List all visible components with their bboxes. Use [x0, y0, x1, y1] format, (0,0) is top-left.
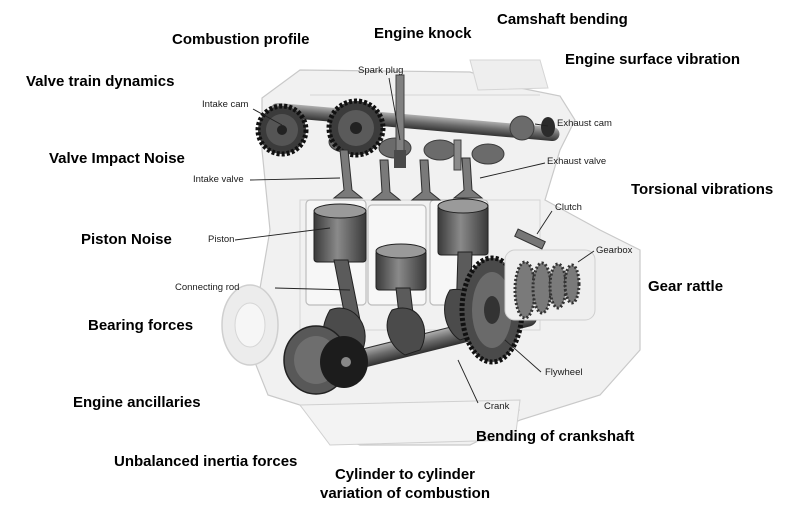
label-valve-impact-noise: Valve Impact Noise: [49, 150, 185, 167]
label-cylinder-variation: Cylinder to cylinder variation of combus…: [300, 467, 510, 501]
part-label-connecting-rod: Connecting rod: [175, 282, 240, 293]
valves: [332, 149, 484, 201]
label-engine-ancillaries: Engine ancillaries: [73, 394, 201, 411]
front-cover: [221, 284, 279, 366]
label-piston-noise: Piston Noise: [81, 231, 172, 248]
crank-pulley: [283, 325, 368, 395]
part-label-exhaust-cam: Exhaust cam: [557, 118, 612, 129]
label-cylinder-variation-line1: Cylinder to cylinder: [334, 466, 476, 483]
label-bending-of-crankshaft: Bending of crankshaft: [476, 428, 635, 445]
intake-cam-sprocket: [255, 103, 309, 157]
part-label-piston: Piston: [208, 234, 235, 245]
pistons: [313, 198, 489, 291]
label-bearing-forces: Bearing forces: [88, 317, 194, 334]
part-label-exhaust-valve: Exhaust valve: [547, 156, 607, 167]
label-gear-rattle: Gear rattle: [648, 278, 724, 295]
exhaust-cam-sprocket: [326, 98, 386, 158]
label-camshaft-bending: Camshaft bending: [497, 11, 628, 28]
gearbox-gears: [504, 228, 596, 321]
label-torsional-vibrations: Torsional vibrations: [631, 181, 774, 198]
part-label-intake-valve: Intake valve: [193, 174, 244, 185]
oil-pan: [299, 399, 521, 446]
part-label-gearbox: Gearbox: [596, 245, 633, 256]
label-unbalanced-inertia-forces: Unbalanced inertia forces: [114, 453, 298, 470]
part-label-spark-plug: Spark plug: [358, 65, 404, 76]
label-engine-knock: Engine knock: [374, 25, 472, 42]
part-label-flywheel: Flywheel: [545, 367, 583, 378]
part-label-crank: Crank: [484, 401, 510, 412]
label-engine-surface-vibration: Engine surface vibration: [565, 51, 741, 68]
label-cylinder-variation-line2: variation of combustion: [319, 485, 490, 502]
flywheel: [459, 255, 525, 365]
part-label-intake-cam: Intake cam: [202, 99, 249, 110]
leader-lines: [234, 77, 595, 404]
label-valve-train-dynamics: Valve train dynamics: [26, 73, 175, 90]
label-combustion-profile: Combustion profile: [172, 31, 310, 48]
part-label-clutch: Clutch: [555, 202, 582, 213]
